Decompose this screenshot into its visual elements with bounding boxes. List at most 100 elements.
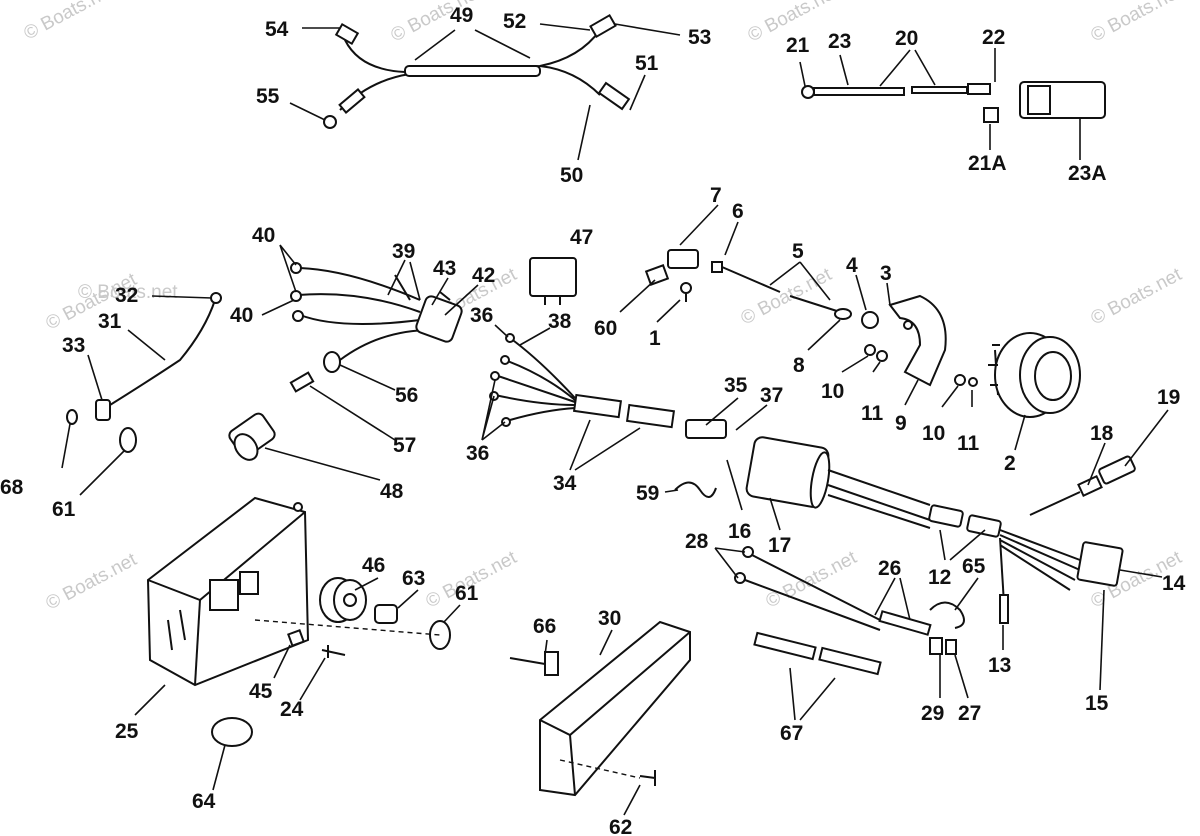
callout-37: 37 <box>760 384 783 407</box>
callout-3: 3 <box>880 262 892 285</box>
grommet-56 <box>289 351 341 393</box>
leader-lines <box>61 23 1169 816</box>
plug-17 <box>745 436 1124 624</box>
callout-34: 34 <box>553 472 577 495</box>
callout-31: 31 <box>98 310 122 333</box>
callout-40: 40 <box>252 224 275 247</box>
callout-43: 43 <box>433 257 456 280</box>
callout-48: 48 <box>380 480 404 503</box>
connector-7 <box>644 249 723 302</box>
callout-68: 68 <box>0 476 24 499</box>
callout-61: 61 <box>52 498 76 521</box>
lead-5 <box>721 266 978 387</box>
callout-30: 30 <box>598 607 621 630</box>
harness-49 <box>323 13 631 129</box>
callout-15: 15 <box>1085 692 1109 715</box>
callout-22: 22 <box>982 26 1005 49</box>
callout-59: 59 <box>636 482 659 505</box>
callout-46: 46 <box>362 554 385 577</box>
callout-20: 20 <box>895 27 918 50</box>
callout-26: 26 <box>878 557 901 580</box>
callout-36: 36 <box>470 304 493 327</box>
callout-33: 33 <box>62 334 85 357</box>
callout-7: 7 <box>710 184 722 207</box>
callout-11-right: 11 <box>957 432 980 455</box>
coupler-46 <box>254 577 451 650</box>
callout-13: 13 <box>988 654 1011 677</box>
clip-59 <box>674 481 717 498</box>
callout-18: 18 <box>1090 422 1114 445</box>
callout-60: 60 <box>594 317 617 340</box>
bracket-9 <box>888 294 947 387</box>
callout-1: 1 <box>649 327 661 350</box>
ground-lead-31 <box>66 292 222 453</box>
relay-47 <box>529 257 577 305</box>
cable-34 <box>489 333 727 439</box>
callout-21A: 21A <box>968 152 1007 175</box>
lead-26 <box>734 546 965 655</box>
callout-23: 23 <box>828 30 851 53</box>
callout-4: 4 <box>846 254 858 277</box>
screw-62 <box>639 770 656 786</box>
callout-63: 63 <box>402 567 425 590</box>
callout-21: 21 <box>786 34 810 57</box>
callout-8: 8 <box>793 354 805 377</box>
callout-57: 57 <box>393 434 416 457</box>
part-drawings <box>66 13 1136 797</box>
callout-66: 66 <box>533 615 556 638</box>
callout-54: 54 <box>265 18 289 41</box>
callout-50: 50 <box>560 164 583 187</box>
callout-67: 67 <box>780 722 803 745</box>
callout-61-right: 61 <box>455 582 479 605</box>
callout-24: 24 <box>280 698 304 721</box>
callout-39: 39 <box>392 240 415 263</box>
callout-labels: 54 49 52 53 55 51 50 21 23 20 22 21A 23A… <box>0 4 1186 836</box>
callout-40-lower: 40 <box>230 304 253 327</box>
lead-18 <box>1029 455 1136 516</box>
callout-42: 42 <box>472 264 495 287</box>
watermark-9: © Boats.net <box>42 549 140 615</box>
callout-19: 19 <box>1157 386 1180 409</box>
gauge-2 <box>988 332 1081 418</box>
sleeves-67 <box>753 631 882 676</box>
callout-45: 45 <box>249 680 273 703</box>
cap-48 <box>228 412 276 461</box>
callout-17: 17 <box>768 534 791 557</box>
callout-49: 49 <box>450 4 473 27</box>
callout-55: 55 <box>256 85 280 108</box>
clip-45 <box>287 629 305 647</box>
callout-6: 6 <box>732 200 744 223</box>
screw-66 <box>509 651 559 676</box>
watermark-1: © Boats.net <box>20 0 118 44</box>
callout-2: 2 <box>1004 452 1016 475</box>
callout-51: 51 <box>635 52 659 75</box>
callout-52: 52 <box>503 10 526 33</box>
callout-64: 64 <box>192 790 216 813</box>
callout-56: 56 <box>395 384 418 407</box>
clamp-64 <box>211 717 253 747</box>
callout-23A: 23A <box>1068 162 1107 185</box>
cdi-box-25 <box>146 496 310 687</box>
watermark-4: © Boats.net <box>1087 0 1185 46</box>
callout-29: 29 <box>921 702 944 725</box>
screw-24 <box>321 645 346 658</box>
callout-5: 5 <box>792 240 804 263</box>
callout-62: 62 <box>609 816 632 836</box>
harness-39 <box>290 262 463 361</box>
callout-38: 38 <box>548 310 572 333</box>
callout-65: 65 <box>962 555 986 578</box>
bracket-30 <box>539 620 691 797</box>
watermark-13: © Boats.net <box>78 282 178 303</box>
callout-10: 10 <box>821 380 844 403</box>
lead-20 <box>801 81 1106 123</box>
callout-27: 27 <box>958 702 981 725</box>
callout-47: 47 <box>570 226 593 249</box>
callout-14: 14 <box>1162 572 1186 595</box>
watermark-8: © Boats.net <box>1087 264 1185 330</box>
callout-28: 28 <box>685 530 709 553</box>
callout-11: 11 <box>861 402 884 425</box>
callout-12: 12 <box>928 566 951 589</box>
callout-35: 35 <box>724 374 748 397</box>
